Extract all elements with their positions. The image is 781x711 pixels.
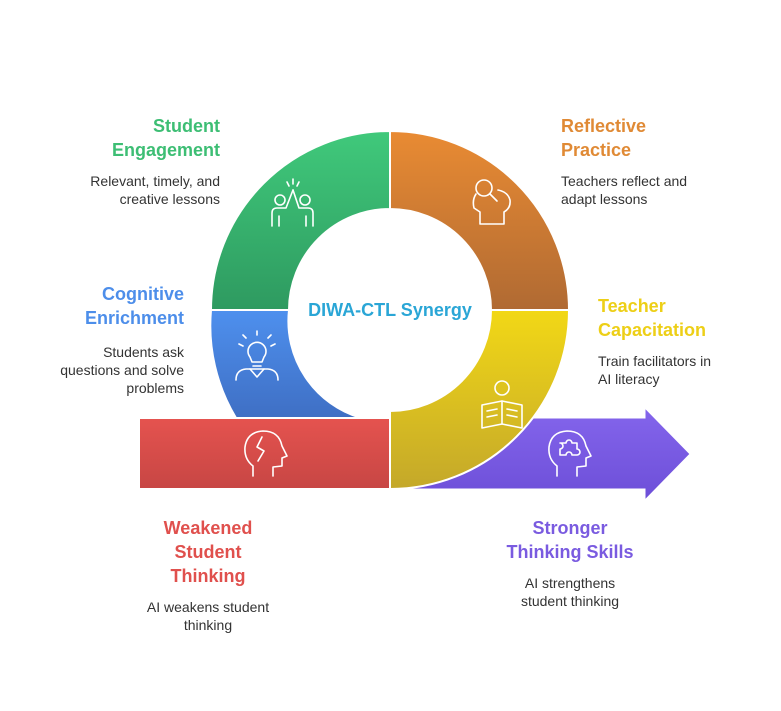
cognitive-enrichment-segment bbox=[209, 309, 362, 419]
student-engagement-segment bbox=[209, 129, 391, 311]
brain-puzzle-icon bbox=[548, 430, 592, 477]
cognitive-enrichment-description: Students ask questions and solve problem… bbox=[60, 344, 184, 396]
center-title: DIWA-CTL Synergy bbox=[308, 300, 472, 320]
student-engagement-description: Relevant, timely, and creative lessons bbox=[90, 173, 220, 207]
reflective-practice-description: Teachers reflect and adapt lessons bbox=[561, 173, 688, 207]
lightbulb-person-icon bbox=[235, 330, 279, 381]
weakened-thinking-title: Weakened Student Thinking bbox=[163, 518, 253, 586]
cognitive-enrichment-title: Cognitive Enrichment bbox=[84, 284, 184, 328]
cracked-head-icon bbox=[244, 430, 288, 477]
reading-person-icon bbox=[481, 380, 523, 429]
weakened-thinking-bar bbox=[138, 417, 391, 490]
teacher-capacitation-segment bbox=[389, 309, 571, 491]
person-thinking-icon bbox=[472, 179, 511, 225]
high-five-icon bbox=[271, 178, 314, 227]
student-engagement-title: Student Engagement bbox=[111, 116, 220, 160]
teacher-capacitation-description: Train facilitators in AI literacy bbox=[598, 353, 712, 387]
weakened-thinking-description: AI weakens student thinking bbox=[146, 599, 270, 633]
stronger-thinking-description: AI strengthens student thinking bbox=[520, 575, 620, 609]
stronger-thinking-title: Stronger Thinking Skills bbox=[506, 518, 634, 562]
teacher-capacitation-title: Teacher Capacitation bbox=[598, 296, 707, 340]
reflective-practice-title: Reflective Practice bbox=[561, 116, 647, 160]
